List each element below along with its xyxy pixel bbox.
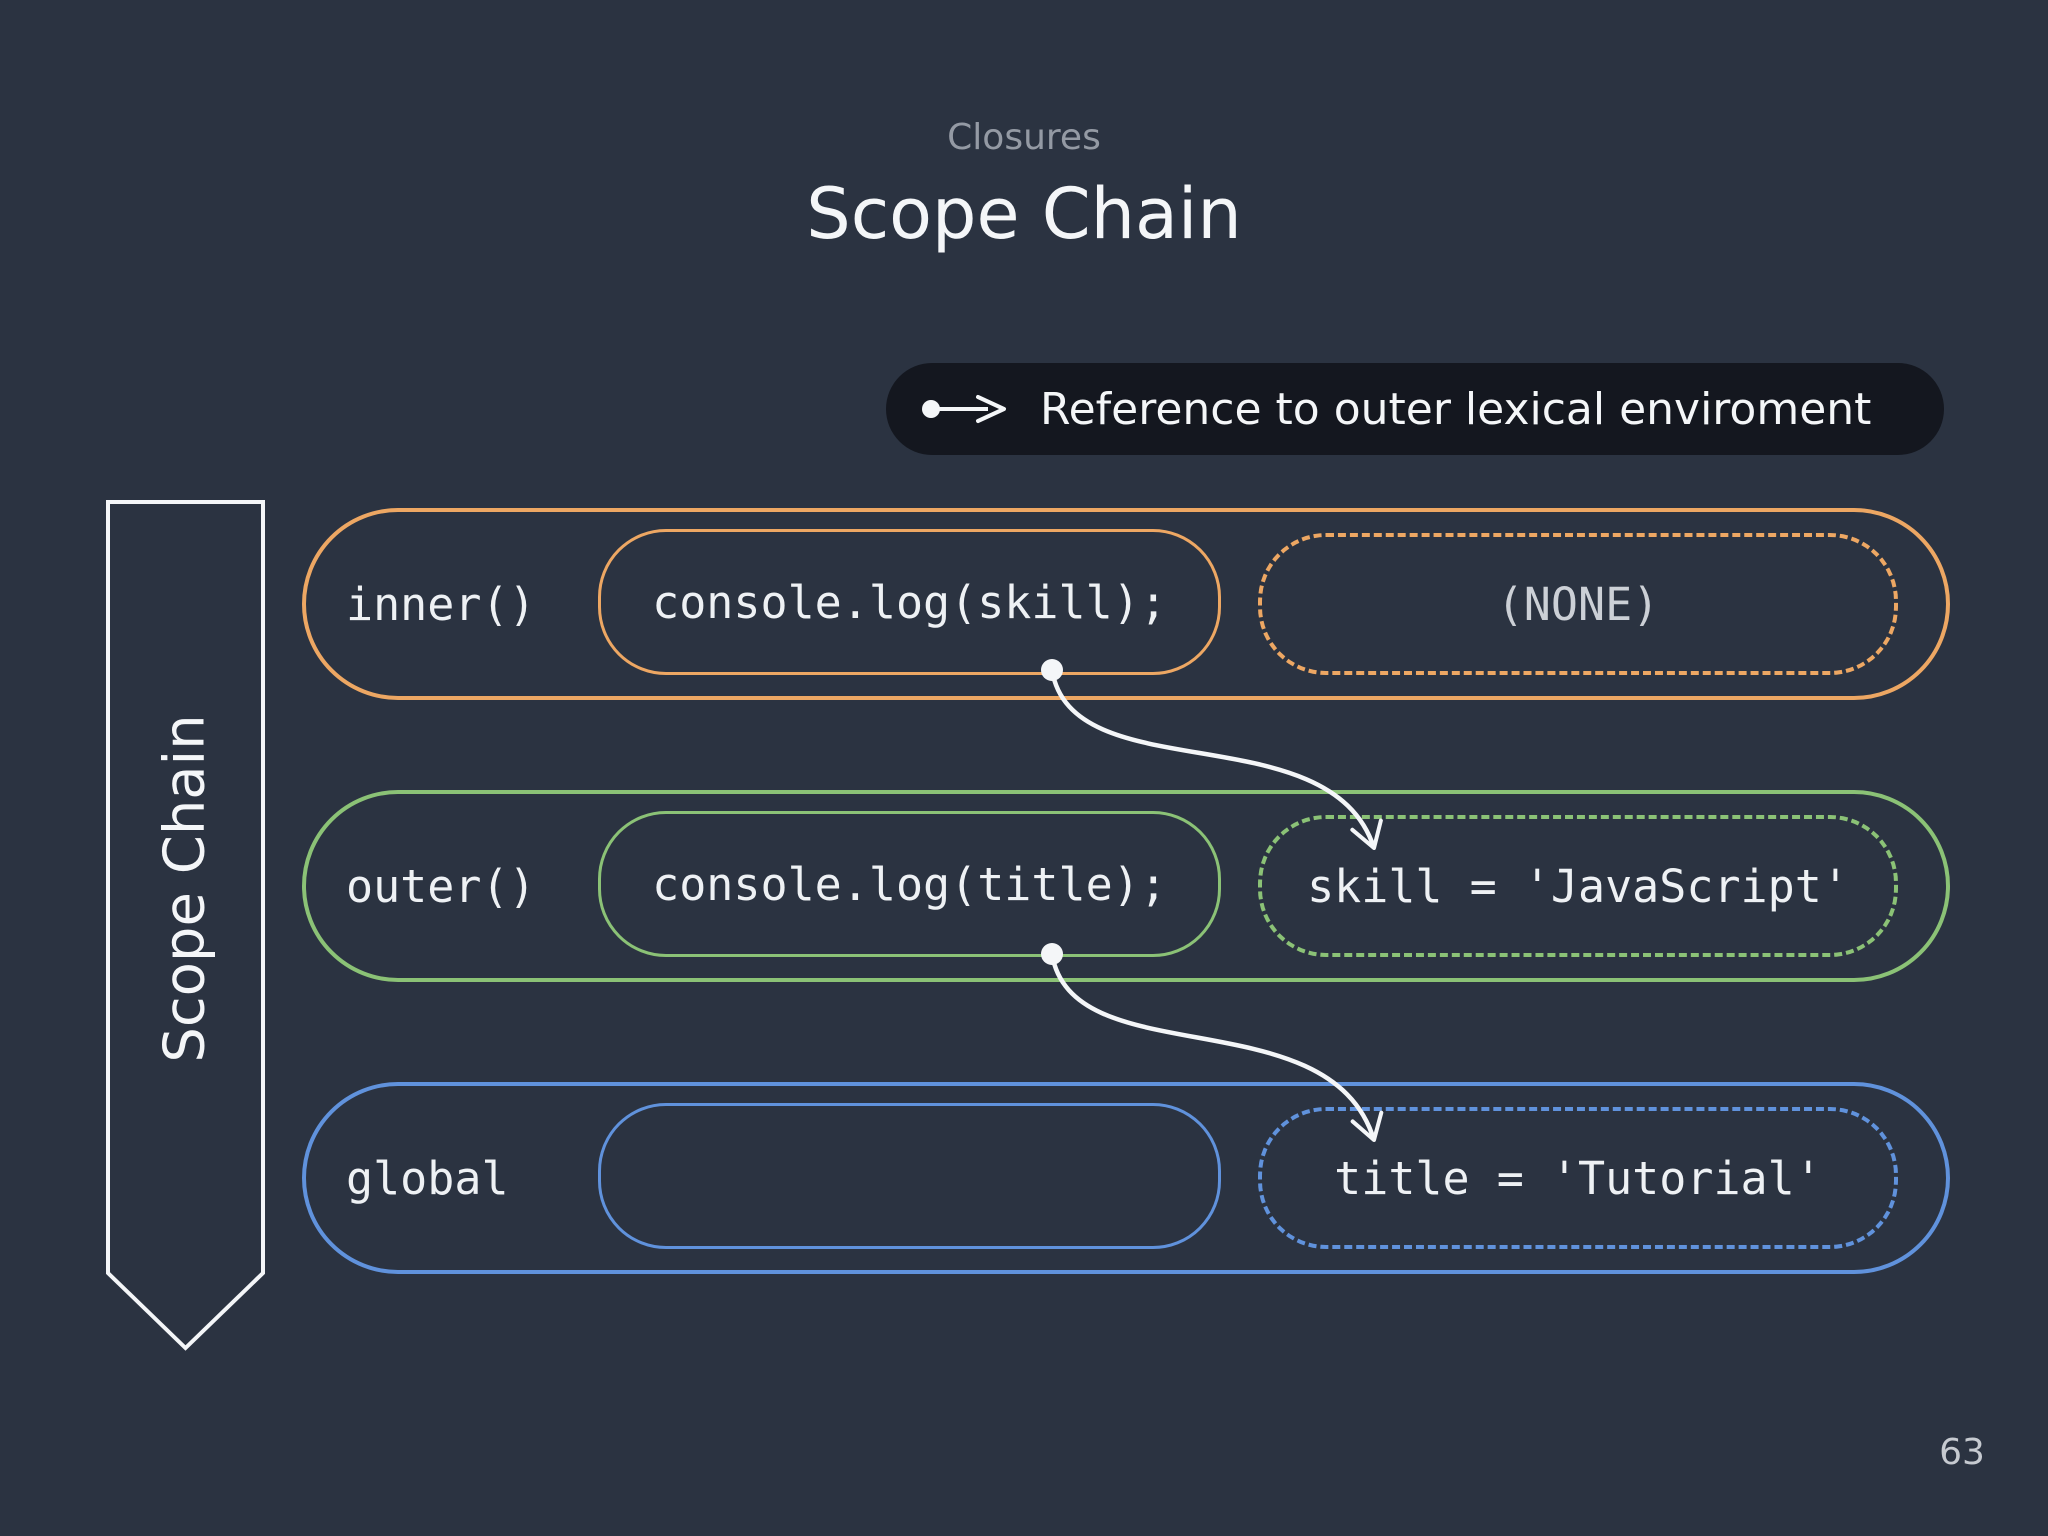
- scope-row-outer: outer() console.log(title); skill = 'Jav…: [302, 790, 1950, 982]
- scope-label-inner: inner(): [346, 577, 536, 631]
- code-pill-global: [598, 1103, 1221, 1249]
- legend-pill: Reference to outer lexical enviroment: [886, 363, 1944, 455]
- code-pill-outer: console.log(title);: [598, 811, 1221, 957]
- scope-row-global: global title = 'Tutorial': [302, 1082, 1950, 1274]
- env-pill-outer: skill = 'JavaScript': [1258, 815, 1898, 957]
- scope-label-outer: outer(): [346, 859, 536, 913]
- scope-row-inner: inner() console.log(skill); (NONE): [302, 508, 1950, 700]
- slide-eyebrow: Closures: [947, 117, 1101, 158]
- legend-label: Reference to outer lexical enviroment: [1040, 383, 1872, 435]
- scope-label-global: global: [346, 1151, 509, 1205]
- page-title: Scope Chain: [806, 173, 1242, 255]
- env-pill-inner: (NONE): [1258, 533, 1898, 675]
- dot-arrow-right-icon: [922, 395, 1006, 423]
- page-number: 63: [1939, 1432, 1985, 1473]
- scope-chain-banner-label: Scope Chain: [153, 713, 219, 1063]
- code-pill-inner: console.log(skill);: [598, 529, 1221, 675]
- scope-chain-banner: Scope Chain: [108, 502, 263, 1274]
- env-pill-global: title = 'Tutorial': [1258, 1107, 1898, 1249]
